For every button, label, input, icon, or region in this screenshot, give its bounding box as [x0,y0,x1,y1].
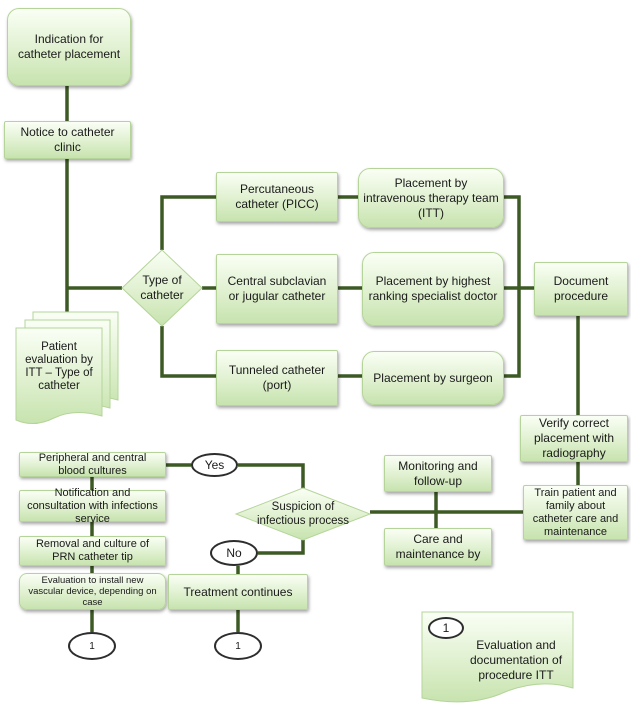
patient-eval-label: Patient evaluation by ITT – Type of cath… [25,341,93,392]
type-of-catheter-label: Type of catheter [140,273,184,302]
indication-box: Indication for catheter placement [7,8,131,86]
picc-box: Percutaneous catheter (PICC) [216,172,338,222]
connector-right-oval: 1 [214,632,262,660]
document-box: Document procedure [534,262,628,316]
suspicion-label: Suspicion of infectious process [256,501,350,527]
treatment-box: Treatment continues [168,574,308,610]
train-box: Train patient and family about catheter … [523,485,628,540]
legend-number-oval: 1 [428,617,464,639]
tunneled-box: Tunneled catheter (port) [216,350,338,406]
verify-box: Verify correct placement with radiograph… [520,415,628,462]
placement-itt-box: Placement by intravenous therapy team (I… [358,168,504,228]
legend-text: Evaluation and documentation of procedur… [469,637,563,682]
type-decision-shape [121,249,203,327]
care-box: Care and maintenance by [384,528,492,566]
blood-cultures-box: Peripheral and central blood cultures [19,452,166,477]
yes-oval: Yes [191,453,238,477]
evaluation-install-box: Evaluation to install new vascular devic… [19,573,166,610]
placement-surgeon-box: Placement by surgeon [362,351,504,405]
notice-box: Notice to catheter clinic [4,121,131,159]
connector-left-oval: 1 [68,632,116,660]
placement-specialist-box: Placement by highest ranking specialist … [362,252,504,326]
notification-box: Notification and consultation with infec… [19,487,166,525]
no-oval: No [210,540,258,566]
monitoring-box: Monitoring and follow-up [384,455,492,492]
suspicion-decision-shape [234,487,372,541]
patient-eval-shape [15,311,119,424]
central-catheter-box: Central subclavian or jugular catheter [216,254,338,324]
removal-box: Removal and culture of PRN catheter tip [19,536,166,566]
